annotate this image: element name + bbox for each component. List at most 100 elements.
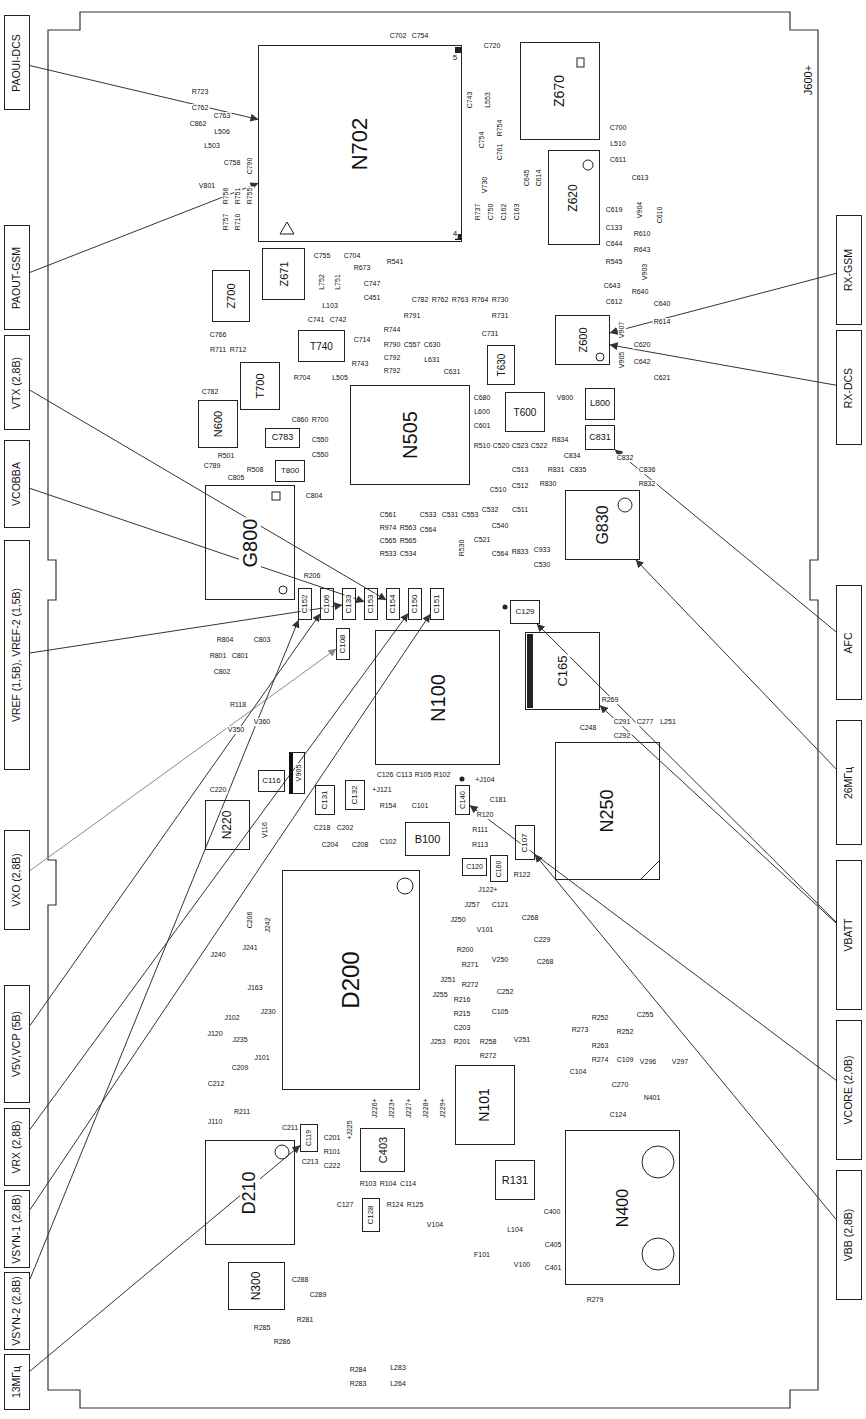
part-designator: C209 — [231, 1064, 250, 1072]
part-designator: R206 — [303, 572, 322, 580]
part-designator: C212 — [207, 1080, 226, 1088]
signal-name: V5V,VCP (5B) — [11, 1010, 23, 1078]
component-name: C133 — [345, 593, 354, 614]
part-designator: R252 — [591, 1014, 610, 1022]
component-name: C154 — [389, 593, 398, 614]
component-box: C151 — [430, 588, 444, 620]
component-box: C128 — [362, 1198, 380, 1232]
part-designator: R673 — [353, 264, 372, 272]
part-designator: R744 — [383, 326, 402, 334]
part-designator: C614 — [535, 169, 543, 188]
part-designator: C252 — [496, 988, 515, 996]
signal-label-box: VCORE (2,0B) — [836, 1020, 862, 1160]
part-designator: R510 — [473, 442, 492, 450]
part-designator: R271 — [461, 961, 480, 969]
part-designator: C270 — [611, 1081, 630, 1089]
part-designator: C510 — [489, 486, 508, 494]
part-designator: C832 — [616, 454, 635, 462]
part-designator: R830 — [539, 480, 558, 488]
arrow-connector — [30, 614, 430, 1209]
part-designator: C758 — [223, 159, 242, 167]
part-designator: C511 — [511, 506, 529, 514]
part-designator: R610 — [633, 230, 652, 238]
part-designator: C534 — [399, 550, 418, 558]
part-designator: C619 — [605, 206, 624, 214]
pin1-triangle — [280, 222, 294, 234]
signal-name: RX-GSM — [843, 248, 855, 292]
part-designator: V116 — [261, 821, 269, 839]
arrow-connector — [30, 1146, 300, 1372]
component-box: N600 — [198, 400, 238, 448]
component-name: C831 — [588, 433, 612, 443]
signal-label-box: PAOUI-DCS — [4, 15, 30, 110]
part-designator: J241 — [241, 944, 258, 952]
part-designator: C644 — [605, 240, 624, 248]
part-designator: C540 — [491, 522, 510, 530]
part-designator: R731 — [491, 312, 510, 320]
component-box: C116 — [258, 770, 285, 792]
component-name: T630 — [496, 353, 507, 378]
part-designator: C104 — [569, 1068, 588, 1076]
part-designator: V800 — [556, 394, 574, 402]
part-designator: C268 — [521, 914, 540, 922]
signal-label-box: VSYN-2 (2,8B) — [4, 1272, 30, 1350]
signal-name: PAOUT-GSM — [11, 245, 23, 309]
polarity-bar — [527, 634, 533, 708]
key-circle — [279, 586, 287, 594]
arrow-connector — [30, 620, 299, 1279]
signal-label-box: VRX (2,8B) — [4, 1108, 30, 1186]
component-name: G800 — [239, 517, 261, 568]
component-box: C403 — [360, 1128, 405, 1172]
part-designator: R118 — [229, 701, 247, 709]
signal-name: 26МГц — [843, 765, 855, 799]
part-designator: V250 — [491, 956, 509, 964]
component-box: D210 — [205, 1140, 295, 1245]
part-designator: C755 — [313, 252, 332, 260]
part-designator: C400 — [543, 1208, 562, 1216]
component-box: C140 — [455, 785, 470, 815]
part-designator: R272 — [461, 981, 480, 989]
component-box: C153 — [364, 588, 378, 620]
part-designator: V907 — [618, 321, 626, 339]
part-designator: R101 — [323, 1148, 342, 1156]
part-designator: R762 — [431, 296, 450, 304]
part-designator: R763 — [451, 296, 470, 304]
part-designator: C792 — [383, 354, 402, 362]
part-designator: C564 — [419, 526, 438, 534]
part-designator: R252 — [616, 1028, 635, 1036]
part-designator: R508 — [246, 466, 265, 474]
key-circle — [596, 353, 604, 361]
part-designator: C790 — [246, 157, 254, 176]
part-designator: C211 — [281, 1124, 299, 1132]
part-designator: R541 — [386, 258, 405, 266]
part-designator: L553 — [484, 91, 492, 109]
part-designator: C220 — [209, 786, 228, 794]
part-designator: C163 — [513, 203, 521, 222]
part-designator: J163 — [246, 984, 263, 992]
component-box: C129 — [510, 600, 540, 624]
part-designator: R751 — [234, 187, 242, 206]
part-designator: V350 — [227, 726, 245, 734]
part-designator: C610 — [656, 206, 664, 225]
part-designator: C530 — [533, 561, 552, 569]
part-designator: R791 — [403, 312, 422, 320]
part-designator: C553 — [461, 511, 480, 519]
signal-name: PAOUI-DCS — [11, 33, 23, 93]
part-designator: C763 — [213, 112, 232, 120]
key-mark — [272, 492, 280, 500]
component-name: R131 — [501, 1174, 529, 1186]
part-designator: J226+ — [371, 1097, 379, 1118]
part-designator: L631 — [423, 356, 441, 364]
component-box: C119 — [300, 1124, 318, 1152]
part-designator: J240 — [209, 951, 226, 959]
part-designator: C521 — [473, 536, 492, 544]
part-designator: J228+ — [422, 1097, 430, 1118]
part-designator: R104 — [379, 1180, 398, 1188]
component-box: C131 — [315, 785, 335, 815]
arrow-connector — [30, 488, 364, 601]
part-designator: C222 — [323, 1162, 342, 1170]
part-designator: C255 — [636, 1011, 655, 1019]
component-box: D200 — [282, 870, 420, 1090]
part-designator: R801 — [209, 652, 228, 660]
part-designator: C561 — [379, 511, 398, 519]
